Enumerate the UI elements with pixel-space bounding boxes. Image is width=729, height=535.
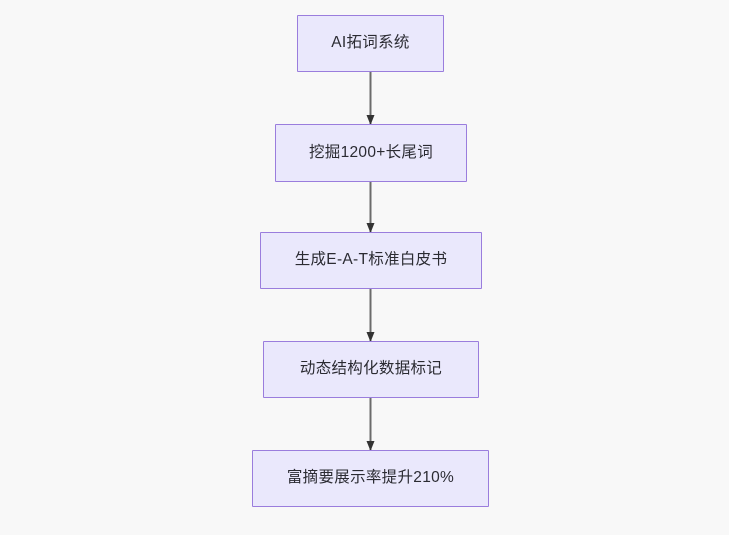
flow-node-label: 生成E-A-T标准白皮书 bbox=[294, 251, 448, 269]
flow-node-dynamic-structured-data-markup[interactable]: 动态结构化数据标记 bbox=[263, 341, 479, 398]
flow-node-rich-snippet-rate-increase[interactable]: 富摘要展示率提升210% bbox=[252, 450, 489, 507]
flow-node-label: 动态结构化数据标记 bbox=[299, 360, 443, 378]
flow-node-ai-keyword-system[interactable]: AI拓词系统 bbox=[297, 15, 444, 72]
flow-node-mine-longtail-keywords[interactable]: 挖掘1200+长尾词 bbox=[275, 124, 467, 182]
flow-node-label: 富摘要展示率提升210% bbox=[286, 469, 455, 487]
flow-node-label: AI拓词系统 bbox=[331, 34, 410, 52]
flow-node-label: 挖掘1200+长尾词 bbox=[308, 143, 434, 161]
flow-node-generate-eat-whitepaper[interactable]: 生成E-A-T标准白皮书 bbox=[260, 232, 482, 289]
